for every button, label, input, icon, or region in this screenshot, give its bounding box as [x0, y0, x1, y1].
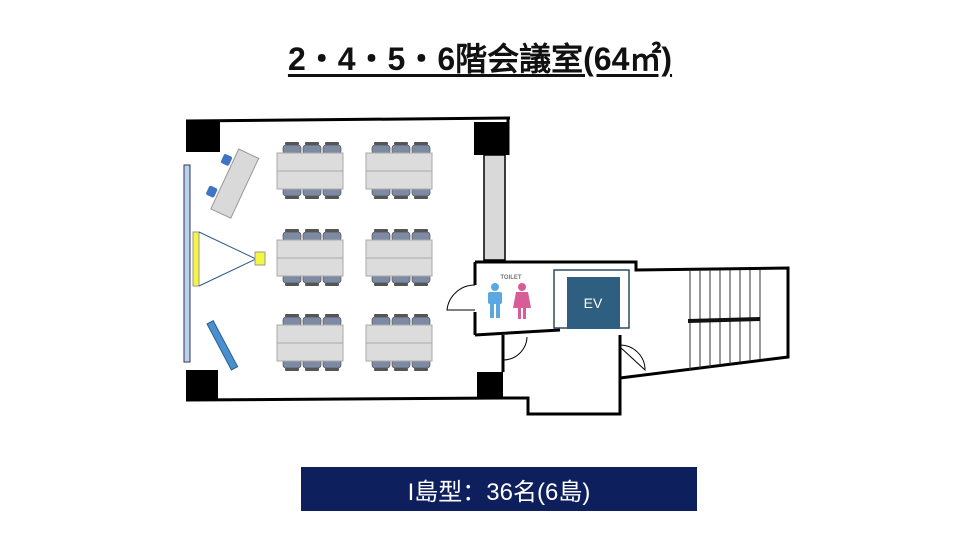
lectern-table [206, 148, 260, 219]
table-island [365, 229, 433, 286]
chair-back [374, 283, 388, 286]
chair-back [285, 283, 299, 286]
pillar [477, 372, 503, 398]
table [276, 170, 344, 190]
chair-back [374, 314, 388, 317]
stair-divider [687, 317, 761, 323]
chair-back [285, 142, 299, 145]
toilet: TOILET [488, 275, 531, 319]
chair-back [325, 368, 339, 371]
chair-back [325, 229, 339, 232]
male-icon [488, 283, 502, 318]
table [276, 342, 344, 362]
chair-back [305, 314, 319, 317]
chair-back [414, 283, 428, 286]
chair-back [325, 283, 339, 286]
table-islands [276, 142, 433, 371]
chair-back [285, 314, 299, 317]
chair-back [374, 142, 388, 145]
page-title: 2・4・5・6階会議室(64㎡) [0, 34, 960, 80]
chair-back [305, 283, 319, 286]
table-island [276, 314, 344, 371]
table-island [365, 142, 433, 199]
doors [446, 284, 646, 372]
table-island [365, 314, 433, 371]
chair-back [394, 283, 408, 286]
projector-screen [192, 231, 266, 287]
chair-back [394, 368, 408, 371]
chair-back [325, 314, 339, 317]
chair-back [414, 142, 428, 145]
table [365, 324, 433, 344]
table [276, 257, 344, 277]
layout-label: I島型：36名(6島) [407, 478, 591, 506]
chair-back [394, 196, 408, 199]
stairs [687, 270, 761, 370]
projector-icon [254, 251, 266, 266]
table [365, 170, 433, 190]
table [365, 342, 433, 362]
chair-back [414, 196, 428, 199]
chair-back [394, 229, 408, 232]
chair-back [374, 229, 388, 232]
elevator-label: EV [584, 295, 603, 311]
elevator: EV [553, 269, 630, 329]
chair-back [325, 142, 339, 145]
chair-back [285, 229, 299, 232]
table [365, 257, 433, 277]
table-island [276, 229, 344, 286]
chair-back [305, 368, 319, 371]
chair-back [285, 368, 299, 371]
chair-back [285, 196, 299, 199]
window [183, 164, 191, 363]
chair-back [305, 196, 319, 199]
female-icon [513, 283, 531, 319]
chair-back [414, 229, 428, 232]
toilet-label: TOILET [500, 275, 522, 281]
chair-back [394, 314, 408, 317]
pillar [186, 120, 220, 152]
table [276, 152, 344, 172]
chair-back [305, 229, 319, 232]
chair-back [414, 368, 428, 371]
chair-back [414, 314, 428, 317]
whiteboard [206, 320, 239, 371]
layout-banner: I島型：36名(6島) [301, 467, 697, 511]
title-text: 2・4・5・6階会議室(64㎡) [287, 41, 673, 77]
table-island [276, 142, 344, 199]
pillar [186, 370, 218, 400]
column [483, 154, 506, 261]
table [365, 239, 433, 259]
table [276, 239, 344, 259]
chair-back [305, 142, 319, 145]
chair-back [325, 196, 339, 199]
pillar [474, 122, 508, 155]
chair-back [374, 368, 388, 371]
chair-back [374, 196, 388, 199]
table [276, 324, 344, 344]
table [365, 152, 433, 172]
chair-back [394, 142, 408, 145]
